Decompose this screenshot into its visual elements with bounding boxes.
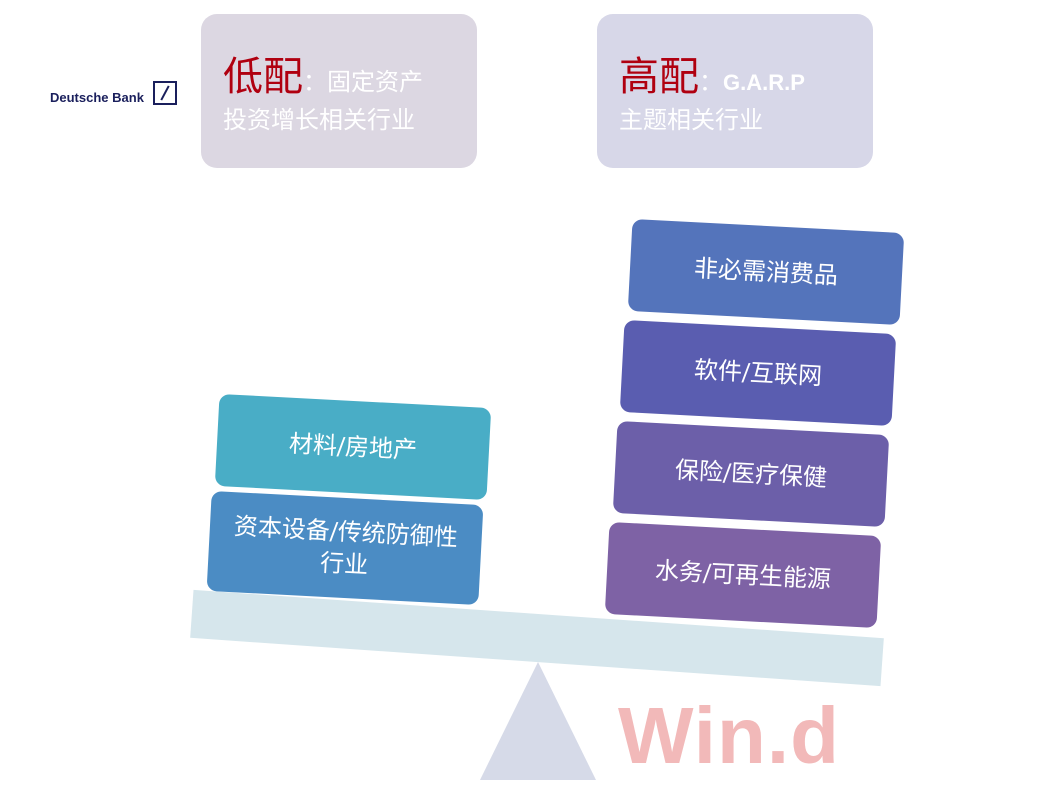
left-box-materials: 材料/房地产: [214, 393, 492, 501]
fulcrum-triangle: [480, 662, 596, 780]
left-box-capital-equipment: 资本设备/传统防御性行业: [206, 490, 484, 606]
right-box-water-renewables: 水务/可再生能源: [604, 521, 882, 629]
wind-watermark: Win.d: [618, 691, 840, 780]
overweight-panel: 高配：G.A.R.P 主题相关行业: [597, 14, 873, 168]
colon: ：: [303, 68, 327, 96]
overweight-line2: 主题相关行业: [619, 106, 763, 134]
colon: ：: [699, 68, 723, 96]
underweight-title: 低配: [223, 54, 303, 100]
deutsche-bank-logo-icon: [153, 81, 177, 105]
overweight-line1: G.A.R.P: [723, 70, 805, 95]
underweight-line1: 固定资产: [327, 68, 423, 96]
right-box-software-internet: 软件/互联网: [619, 319, 897, 427]
overweight-title: 高配: [619, 54, 699, 100]
underweight-panel: 低配：固定资产 投资增长相关行业: [201, 14, 477, 168]
right-box-insurance-healthcare: 保险/医疗保健: [612, 420, 890, 528]
right-box-consumer-discretionary: 非必需消费品: [627, 218, 905, 326]
deutsche-bank-logo-text: Deutsche Bank: [50, 90, 144, 105]
underweight-line2: 投资增长相关行业: [223, 106, 415, 134]
